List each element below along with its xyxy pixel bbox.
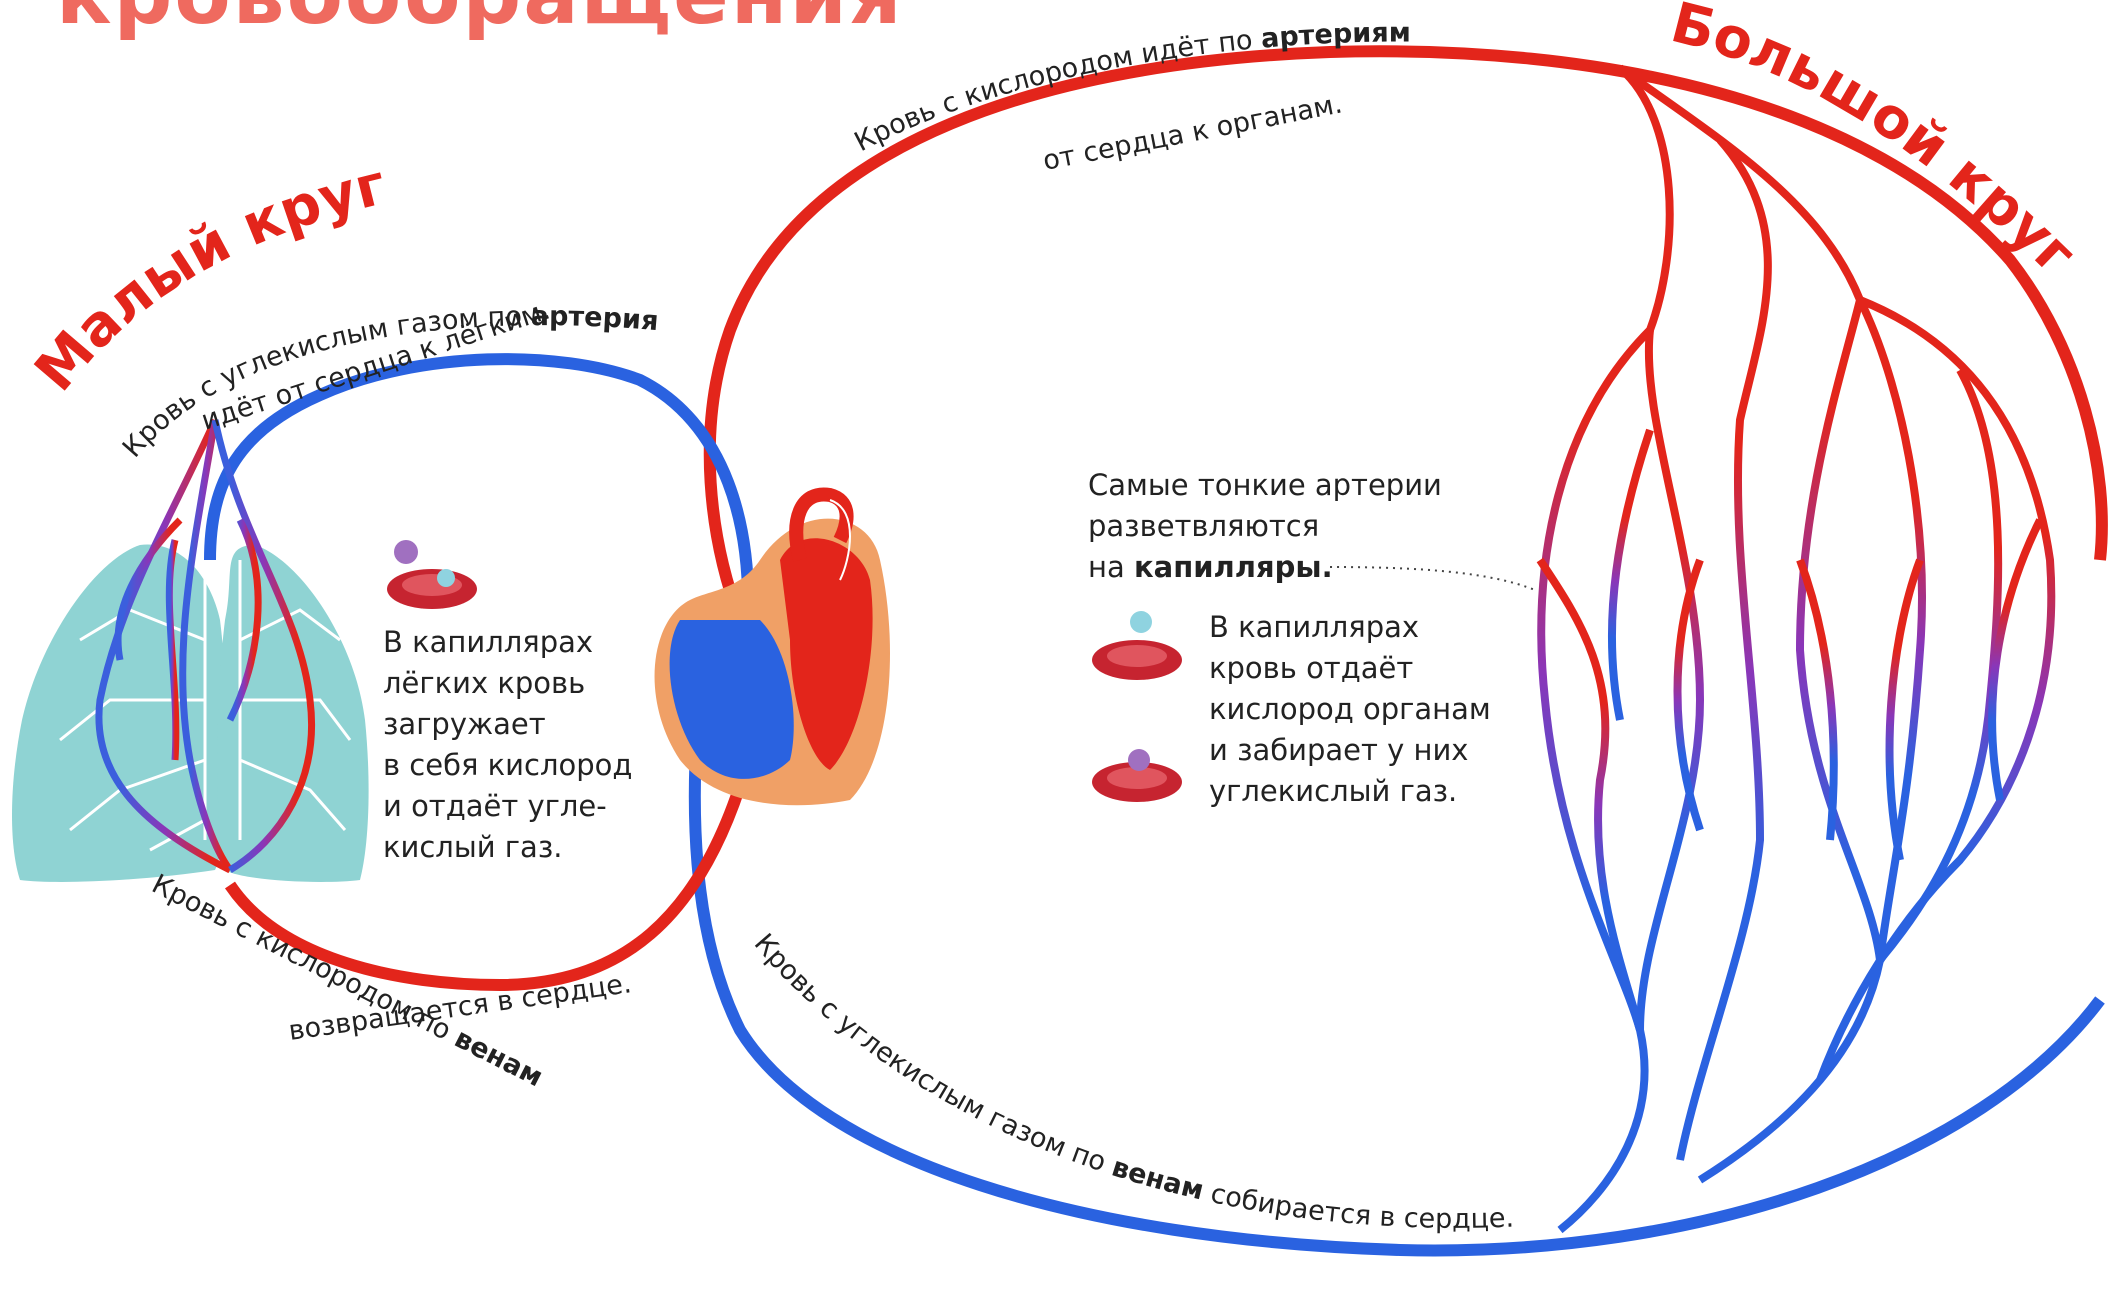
lung-note: В капиллярах лёгких кровь загружает в се… bbox=[383, 622, 632, 868]
big-vein-caption: Кровь с углекислым газом по венам собира… bbox=[748, 928, 1515, 1235]
red-blood-cell-icon bbox=[1092, 749, 1182, 802]
heart-icon bbox=[655, 494, 890, 805]
red-blood-cell-icon bbox=[1092, 611, 1182, 680]
red-blood-cell-icon bbox=[387, 540, 477, 609]
capillary-note: Самые тонкие артерии разветвляются на ка… bbox=[1088, 465, 1442, 588]
organ-note: В капиллярах кровь отдаёт кислород орган… bbox=[1209, 607, 1491, 812]
big-artery-caption-2: от сердца к органам. bbox=[1040, 88, 1344, 176]
organ-capillaries-icon bbox=[1540, 68, 2051, 1230]
